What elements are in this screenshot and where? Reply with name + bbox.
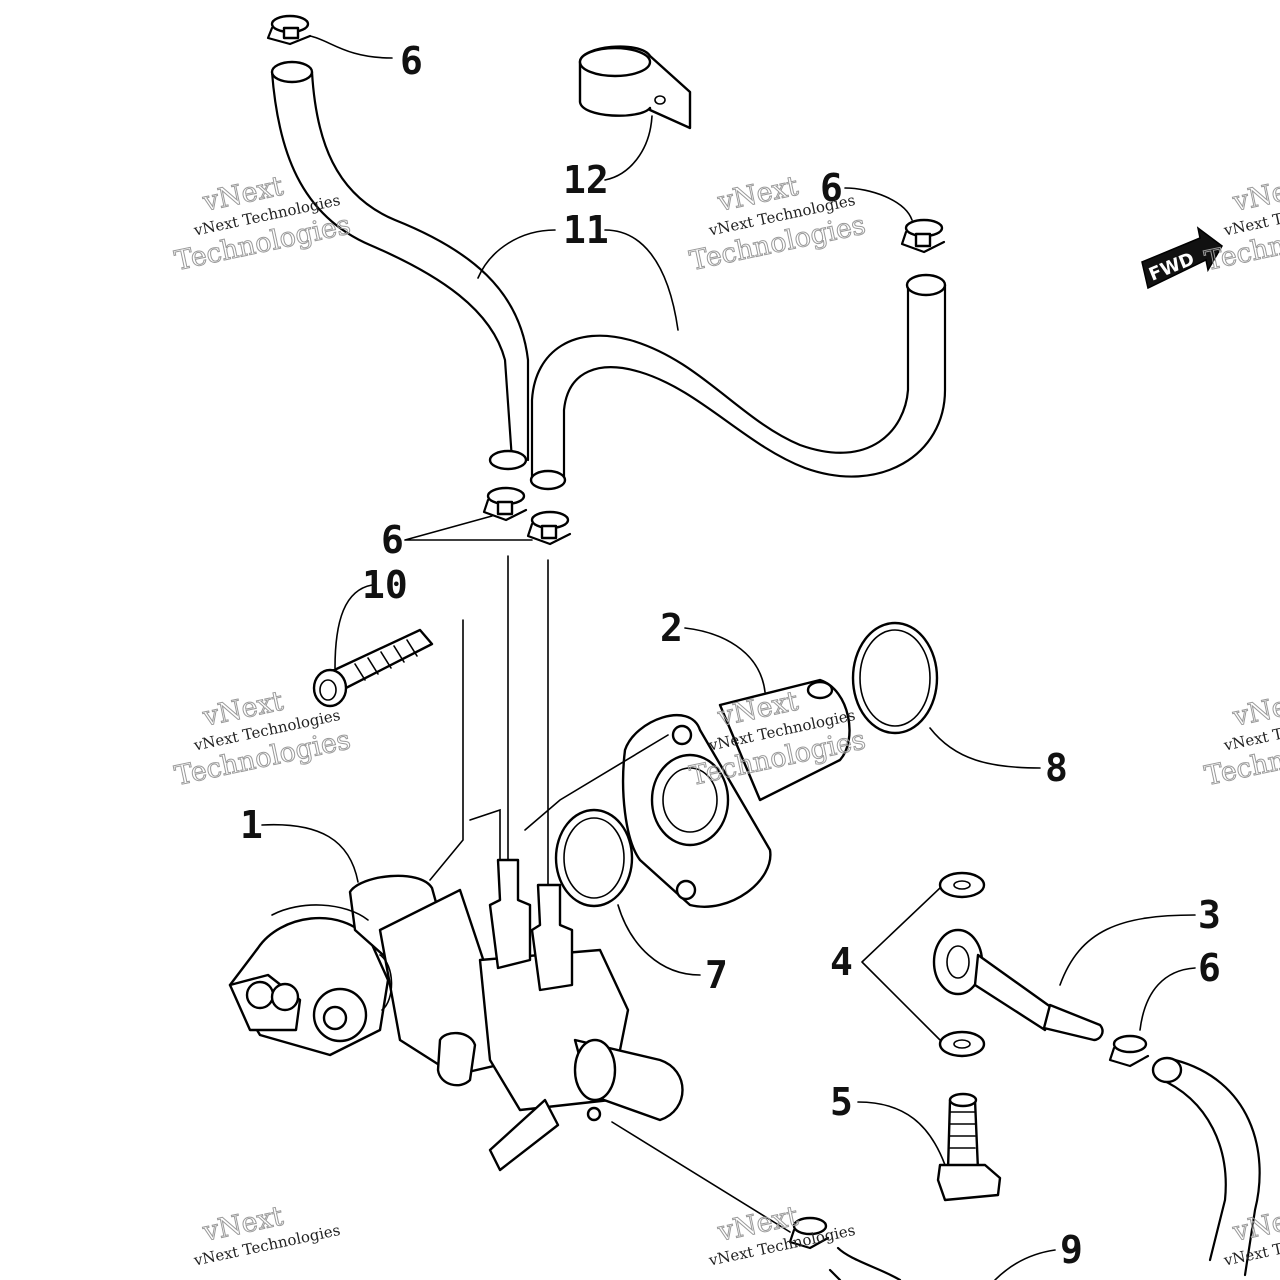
watermark-bottom-center: vNext vNext Technologies: [706, 1200, 856, 1270]
callout-6-right: 6: [820, 166, 843, 210]
callout-6-middle: 6: [381, 518, 404, 562]
callout-1: 1: [240, 803, 263, 847]
banjo-fitting: [932, 928, 1104, 1042]
housing: [621, 678, 851, 908]
callout-10: 10: [362, 563, 408, 607]
watermark-middle-right: vNext vNext Technologies Technologies: [1202, 685, 1280, 792]
washer-upper: [938, 871, 986, 899]
callout-6-top: 6: [400, 39, 423, 83]
callout-4: 4: [830, 940, 853, 984]
hose-left: [270, 60, 530, 471]
callout-12: 12: [563, 158, 609, 202]
callout-9: 9: [1060, 1228, 1083, 1272]
clamp-middle-2: [526, 510, 572, 546]
clamp-right: [900, 218, 946, 254]
o-ring-large: [851, 621, 939, 735]
watermark-top-left: vNext vNext Technologies Technologies: [172, 170, 354, 277]
callout-6-lower: 6: [1198, 946, 1221, 990]
watermark-top-right: vNext vNext Technologies Technologies: [1202, 170, 1280, 277]
callout-5: 5: [830, 1080, 853, 1124]
washer-lower: [938, 1030, 986, 1058]
watermark-middle-left: vNext vNext Technologies Technologies: [172, 685, 354, 792]
watermark-top-center: vNext vNext Technologies Technologies: [687, 170, 869, 277]
leader-lines: [261, 35, 1196, 1280]
bracket: [578, 45, 692, 130]
callout-3: 3: [1198, 893, 1221, 937]
callout-2: 2: [660, 606, 683, 650]
clamp-bottom: [788, 1216, 830, 1250]
clamp-top-left: [266, 14, 312, 46]
watermark-bottom-left: vNext vNext Technologies: [191, 1200, 341, 1270]
banjo-bolt: [936, 1092, 1002, 1202]
callout-8: 8: [1045, 746, 1068, 790]
oil-pump: [228, 858, 684, 1172]
clamp-middle-1: [482, 486, 528, 522]
clamp-lower-right: [1108, 1034, 1150, 1068]
watermark-middle-center: vNext vNext Technologies Technologies: [687, 685, 869, 792]
hose-lower: [828, 1056, 1261, 1280]
callout-11: 11: [563, 208, 609, 252]
hose-right: [529, 273, 947, 491]
callout-7: 7: [705, 953, 728, 997]
bolt: [312, 628, 434, 708]
o-ring-small: [554, 808, 634, 908]
